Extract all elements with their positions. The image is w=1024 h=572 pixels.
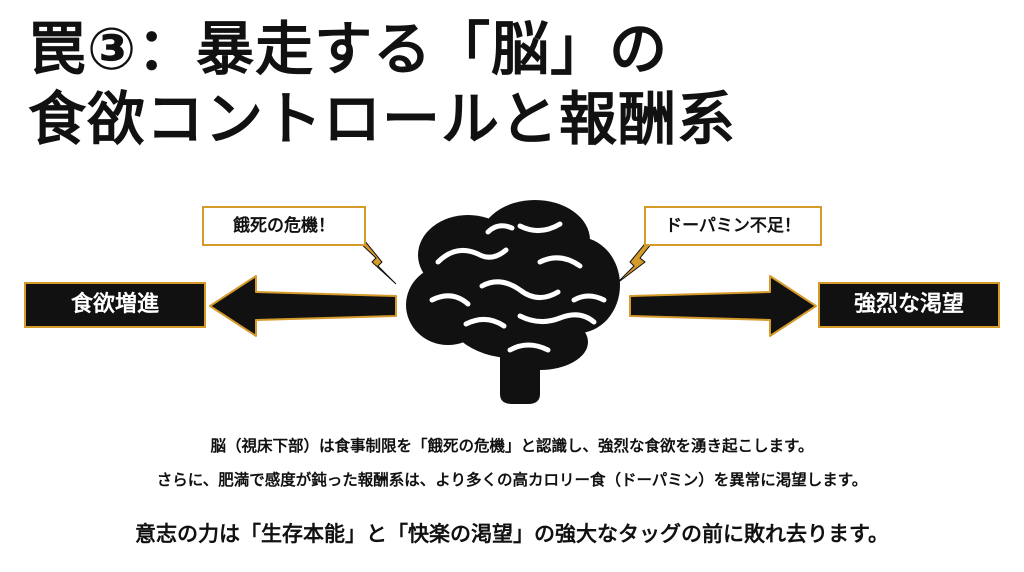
title-line-2: 食欲コントロールと報酬系 <box>28 85 737 153</box>
page-title: 罠③：暴走する「脳」の 食欲コントロールと報酬系 <box>28 14 998 154</box>
conclusion-text: 意志の力は「生存本能」と「快楽の渇望」の強大なタッグの前に敗れ去ります。 <box>135 522 889 546</box>
brain-icon <box>406 200 620 404</box>
left-lightning-bolt-icon <box>353 237 397 285</box>
callout-starvation-crisis: 餓死の危機！ <box>202 206 366 246</box>
title-line-1: 罠③：暴走する「脳」の <box>28 15 669 83</box>
arrow-right-icon <box>629 275 817 337</box>
body-text-line-1: 脳（視床下部）は食事制限を「餓死の危機」と認識し、強烈な食欲を湧き起こします。 <box>210 437 814 455</box>
label-intense-craving: 強烈な渇望 <box>818 282 1000 328</box>
label-appetite-increase: 食欲増進 <box>24 282 206 328</box>
arrow-left-icon <box>209 275 397 337</box>
body-text-line-2: さらに、肥満で感度が鈍った報酬系は、より多くの高カロリー食（ドーパミン）を異常に… <box>156 471 868 489</box>
callout-dopamine-deficit: ドーパミン不足！ <box>644 206 822 246</box>
